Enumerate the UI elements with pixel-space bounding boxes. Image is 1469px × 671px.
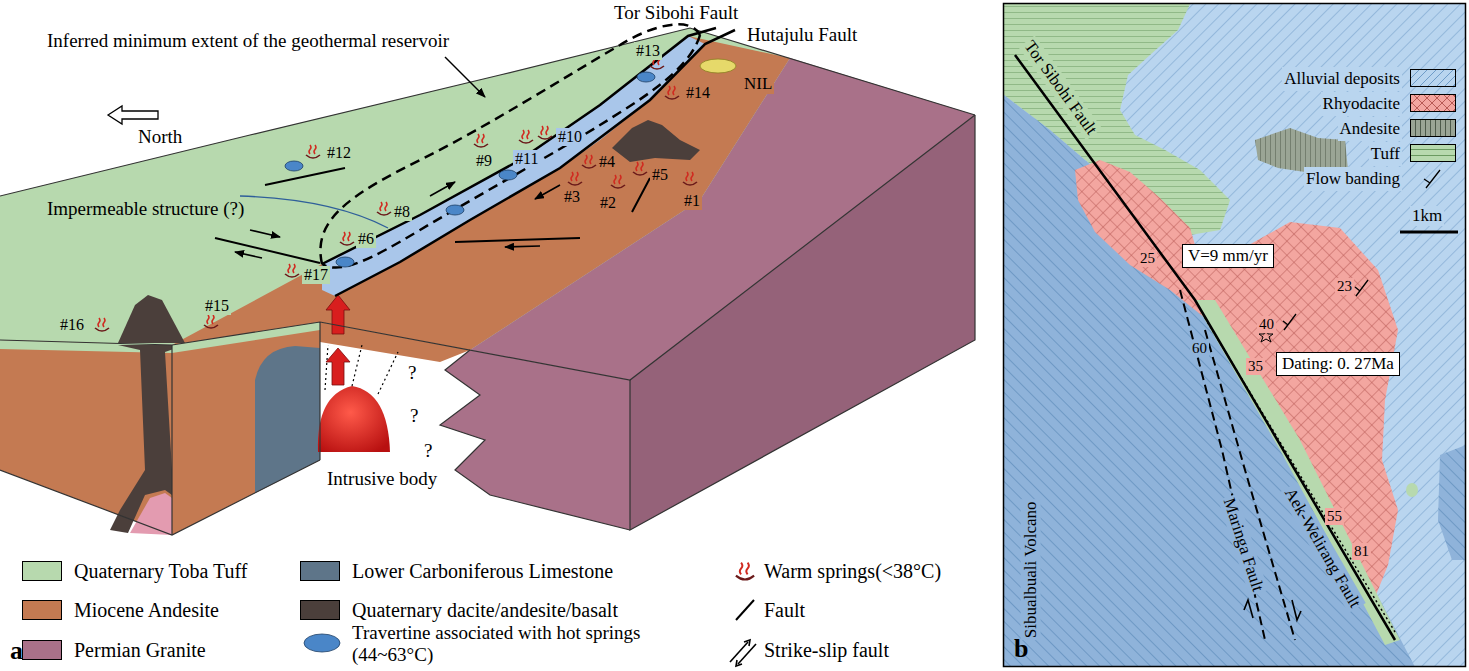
legend-text: Fault: [762, 598, 807, 622]
legend-text: Warm springs(<38°C): [762, 559, 943, 583]
note-label: Inferred minimum extent of the geotherma…: [45, 30, 451, 52]
spring-number: #2: [598, 194, 618, 212]
legend-swatch: [22, 600, 62, 620]
box-text: Dating: 0. 27Ma: [1282, 354, 1394, 374]
spring-number: #9: [474, 152, 494, 170]
dip-angle: 55: [1325, 508, 1344, 525]
body-label: Intrusive body: [325, 468, 439, 490]
legend-text: Quaternary Toba Tuff: [72, 559, 249, 583]
info-box: V=9 mm/yr: [1182, 244, 1274, 268]
legend-swatch: [1410, 69, 1456, 87]
box-text: V=9 mm/yr: [1188, 246, 1268, 266]
info-box: Dating: 0. 27Ma: [1276, 352, 1400, 376]
legend-text: Quaternary dacite/andesite/basalt: [350, 598, 620, 622]
dip-angle: 35: [1246, 358, 1265, 375]
legend-text: Travertine associated with hot springs (…: [350, 622, 704, 666]
dip-angle: 81: [1352, 543, 1371, 560]
dip-angle: 60: [1190, 340, 1209, 357]
legend-swatch: [1410, 94, 1456, 112]
fault-label: Tor Sibohi Fault: [1018, 35, 1102, 140]
spring-number: #14: [684, 84, 712, 102]
legend-text: Tuff: [1369, 142, 1402, 166]
question-mark: ?: [408, 405, 420, 427]
spring-number: #17: [302, 266, 330, 284]
spring-number: #16: [58, 316, 86, 334]
fault-label: Maringa Fault: [1218, 494, 1268, 596]
note-label: Impermeable structure (?): [45, 198, 246, 220]
spring-number: #1: [682, 192, 702, 210]
legend-swatch: [300, 600, 340, 620]
dip-angle: 25: [1138, 250, 1157, 267]
legend-text: Flow banding: [1304, 167, 1402, 191]
legend-text: Lower Carboniferous Limestone: [350, 559, 615, 583]
fault-label: Hutajulu Fault: [745, 24, 859, 46]
spring-number: #12: [325, 144, 353, 162]
legend-swatch: [1410, 144, 1456, 162]
fault-label: Tor Sibohi Fault: [612, 2, 740, 24]
spring-number: #13: [634, 42, 662, 60]
place-label: NIL: [742, 74, 774, 94]
spring-number: #11: [513, 150, 540, 168]
spring-number: #6: [356, 230, 376, 248]
spring-number: #10: [556, 128, 584, 146]
dip-angle: 23: [1335, 278, 1354, 295]
dip-angle: 40: [1257, 316, 1276, 333]
spring-number: #4: [597, 153, 617, 171]
legend-text: Alluvial deposits: [1282, 67, 1402, 91]
spring-number: #15: [203, 297, 231, 315]
spring-number: #8: [392, 203, 412, 221]
legend-swatch: [1410, 119, 1456, 137]
legend-swatch: [22, 561, 62, 581]
spring-number: #5: [650, 166, 670, 184]
legend-swatch: [300, 561, 340, 581]
question-mark: ?: [406, 362, 418, 384]
volcano-label: Sibualbuali Volcano: [1020, 499, 1040, 640]
spring-number: #3: [562, 188, 582, 206]
legend-text: Strike-slip fault: [762, 638, 891, 662]
legend-swatch: [22, 640, 62, 660]
scale-label: 1km: [1410, 206, 1444, 226]
legend-text: Rhyodacite: [1321, 92, 1402, 116]
legend-text: Andesite: [1338, 117, 1402, 141]
legend-text: Permian Granite: [72, 638, 208, 662]
compass-label: North: [136, 126, 184, 148]
legend-text: Miocene Andesite: [72, 598, 221, 622]
question-mark: ?: [422, 440, 434, 462]
